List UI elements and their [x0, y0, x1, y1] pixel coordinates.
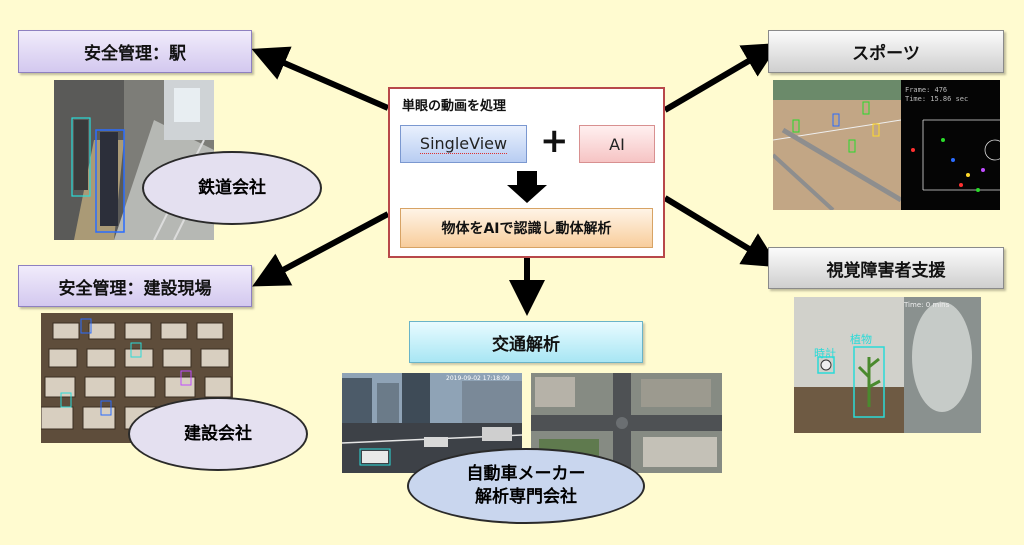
station-safety-label: 安全管理：駅	[18, 30, 252, 73]
station-photo-art	[54, 80, 214, 240]
vision-plant-tag: 植物	[850, 333, 872, 346]
automaker-ellipse: 自動車メーカー 解析専門会社	[407, 448, 645, 524]
traffic-analysis-text: 交通解析	[492, 334, 560, 355]
processing-title: 単眼の動画を処理	[402, 99, 507, 114]
traffic-timestamp: 2019-09-02 17:18:09	[446, 375, 510, 382]
analysis-result-label: 物体をAIで認識し動体解析	[441, 221, 612, 237]
ai-box: AI	[579, 125, 655, 163]
sports-label: スポーツ	[768, 30, 1004, 73]
traffic-analysis-label: 交通解析	[409, 321, 643, 363]
down-arrow-icon	[507, 171, 547, 203]
sports-photo-art	[773, 80, 1000, 210]
construction-safety-text: 安全管理：建設現場	[58, 278, 212, 299]
processing-panel: 単眼の動画を処理 SingleView + AI 物体をAIで認識し動体解析	[388, 87, 665, 258]
vision-photo-art	[794, 297, 981, 433]
railway-company-ellipse: 鉄道会社	[142, 151, 322, 225]
ai-label: AI	[609, 134, 625, 154]
plus-sign: +	[540, 121, 569, 161]
vision-time-overlay: Time: 0 mins	[904, 301, 950, 309]
arrow-to-sports	[663, 42, 780, 113]
sports-photo: Frame: 476 Time: 15.86 sec	[773, 80, 1000, 210]
railway-company-label: 鉄道会社	[198, 177, 266, 198]
analysis-company-label: 解析専門会社	[475, 487, 577, 507]
vision-support-text: 視覚障害者支援	[826, 260, 946, 281]
sports-frame-overlay: Frame: 476	[905, 86, 948, 94]
singleview-box: SingleView	[400, 125, 527, 163]
station-safety-text: 安全管理：駅	[84, 44, 186, 64]
singleview-label: SingleView	[419, 134, 508, 154]
sports-text: スポーツ	[852, 44, 920, 64]
construction-company-label: 建設会社	[184, 423, 252, 444]
vision-support-photo: Time: 0 mins 時計 植物	[794, 297, 981, 433]
automaker-label: 自動車メーカー	[466, 464, 586, 485]
station-photo	[54, 80, 214, 240]
vision-support-label: 視覚障害者支援	[768, 247, 1004, 289]
sports-time-overlay: Time: 15.86 sec	[905, 95, 969, 103]
arrow-to-construction	[252, 211, 390, 287]
arrow-to-station	[251, 46, 390, 111]
arrow-to-vision	[663, 195, 780, 268]
analysis-result-box: 物体をAIで認識し動体解析	[400, 208, 653, 248]
construction-safety-label: 安全管理：建設現場	[18, 265, 252, 307]
vision-clock-tag: 時計	[814, 347, 836, 360]
construction-company-ellipse: 建設会社	[128, 397, 308, 471]
